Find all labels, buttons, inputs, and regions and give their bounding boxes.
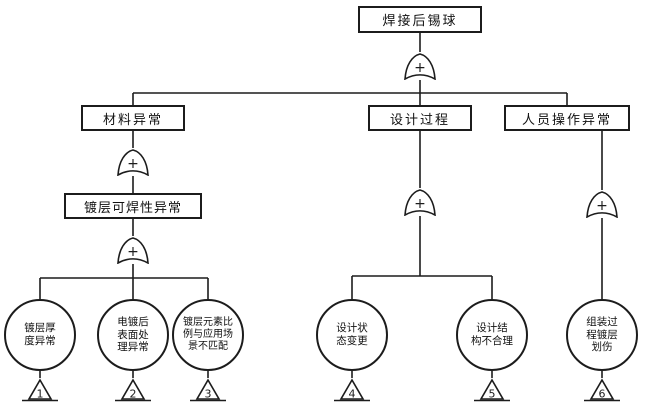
branch-box-personnel: 人员操作异常 (504, 105, 630, 131)
transfer-number: 2 (130, 388, 137, 401)
transfer-number: 5 (489, 388, 496, 401)
event-circle-6: 组装过 程镀层 划伤 (566, 299, 638, 371)
transfer-symbol-1: 1 (20, 378, 60, 404)
or-gate-icon: + (404, 53, 436, 80)
transfer-number: 1 (37, 388, 44, 401)
event-label-4: 设计状 态变更 (336, 322, 368, 347)
or-gate-personnel: + (585, 190, 619, 218)
top-event-label: 焊接后锡球 (382, 14, 458, 29)
transfer-triangle-icon: 6 (584, 378, 620, 402)
event-label-1: 镀层厚 度异常 (24, 322, 56, 347)
event-label-5: 设计结 构不合理 (471, 322, 513, 347)
sub-box-coating-solderability: 镀层可焊性异常 (64, 193, 202, 219)
event-circle-4: 设计状 态变更 (316, 299, 388, 371)
transfer-triangle-icon: 1 (22, 378, 58, 402)
event-circle-1: 镀层厚 度异常 (4, 299, 76, 371)
branch-label-design: 设计过程 (389, 112, 450, 128)
branch-box-design: 设计过程 (368, 105, 472, 131)
or-gate-coating: + (116, 236, 150, 264)
or-gate-material: + (116, 148, 150, 176)
transfer-symbol-3: 3 (188, 378, 228, 404)
branch-label-material: 材料异常 (102, 112, 163, 128)
event-label-6: 组装过 程镀层 划伤 (586, 316, 618, 354)
or-gate-root: + (403, 52, 437, 80)
branch-label-personnel: 人员操作异常 (521, 112, 612, 128)
event-circle-3: 镀层元素比 例与应用场 景不匹配 (172, 299, 244, 371)
transfer-number: 4 (349, 388, 356, 401)
or-gate-icon: + (404, 189, 436, 216)
or-gate-icon: + (586, 191, 618, 218)
transfer-triangle-icon: 3 (190, 378, 226, 402)
gate-plus-symbol: + (596, 198, 608, 214)
gate-plus-symbol: + (127, 156, 139, 172)
event-label-2: 电镀后 表面处 理异常 (117, 316, 149, 354)
gate-plus-symbol: + (414, 196, 426, 212)
transfer-symbol-6: 6 (582, 378, 622, 404)
transfer-number: 6 (599, 388, 606, 401)
branch-box-material: 材料异常 (81, 105, 185, 131)
event-circle-2: 电镀后 表面处 理异常 (97, 299, 169, 371)
or-gate-icon: + (117, 237, 149, 264)
or-gate-design: + (403, 188, 437, 216)
sub-box-label: 镀层可焊性异常 (83, 200, 182, 216)
transfer-triangle-icon: 5 (474, 378, 510, 402)
transfer-symbol-2: 2 (113, 378, 153, 404)
transfer-number: 3 (205, 388, 212, 401)
gate-plus-symbol: + (414, 60, 426, 76)
transfer-symbol-4: 4 (332, 378, 372, 404)
top-event-box: 焊接后锡球 (358, 6, 482, 33)
transfer-triangle-icon: 2 (115, 378, 151, 402)
transfer-symbol-5: 5 (472, 378, 512, 404)
event-label-3: 镀层元素比 例与应用场 景不匹配 (183, 317, 233, 352)
gate-plus-symbol: + (127, 244, 139, 260)
event-circle-5: 设计结 构不合理 (456, 299, 528, 371)
transfer-triangle-icon: 4 (334, 378, 370, 402)
or-gate-icon: + (117, 149, 149, 176)
